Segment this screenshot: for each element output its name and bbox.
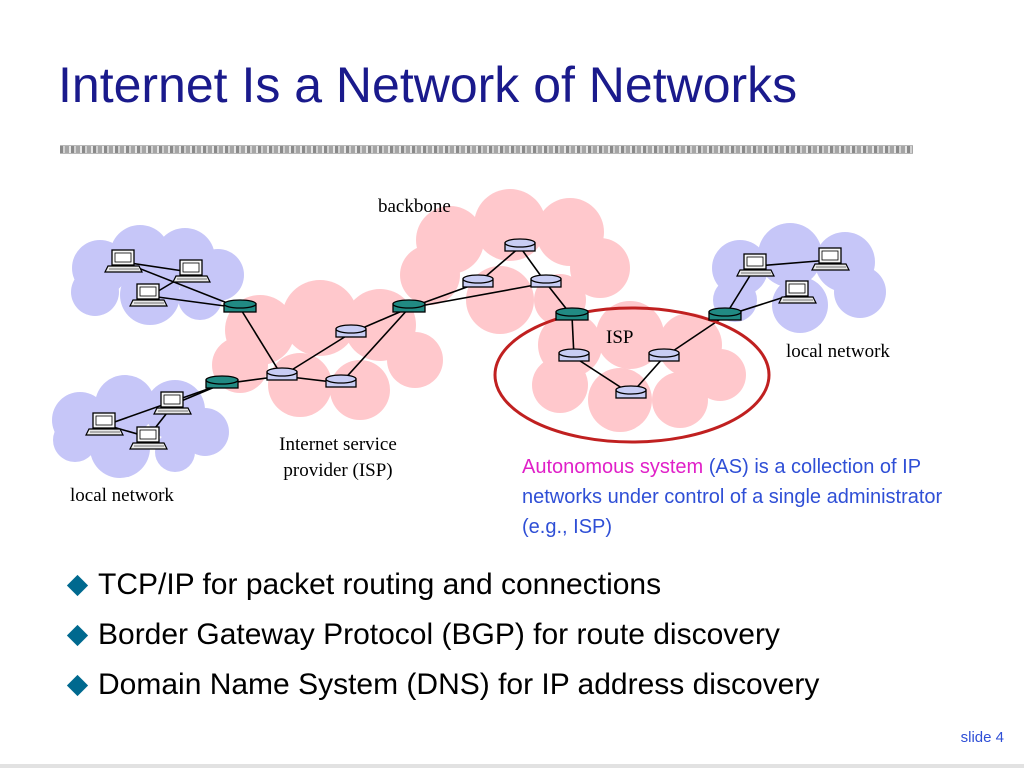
- router-icon: [392, 299, 426, 313]
- node-icon: [325, 374, 357, 388]
- diamond-bullet-icon: [66, 624, 89, 646]
- node-icon: [648, 348, 680, 362]
- bullet-item: Domain Name System (DNS) for IP address …: [64, 660, 819, 710]
- as-description: (AS) is a collection of IP networks unde…: [522, 456, 943, 538]
- node-icon: [504, 238, 536, 252]
- router-icon: [223, 299, 257, 313]
- bullet-list: TCP/IP for packet routing and connection…: [64, 560, 819, 710]
- network-diagram: backbone ISP Internet service provider (…: [52, 189, 890, 506]
- backbone-cloud: [400, 189, 630, 334]
- local-network-label-left: local network: [70, 485, 174, 506]
- node-icon: [615, 385, 647, 399]
- backbone-label: backbone: [378, 196, 451, 217]
- nodes: [266, 238, 680, 399]
- as-highlight: Autonomous system: [522, 456, 704, 478]
- autonomous-system-note: Autonomous system (AS) is a collection o…: [522, 452, 992, 542]
- local-network-cloud-right: [712, 223, 886, 333]
- bullet-text: Border Gateway Protocol (BGP) for route …: [98, 618, 780, 651]
- bullet-text: Domain Name System (DNS) for IP address …: [98, 668, 820, 701]
- local-network-label-right: local network: [786, 341, 890, 362]
- router-icon: [708, 307, 742, 321]
- router-icon: [555, 307, 589, 321]
- isp-label: ISP: [606, 327, 633, 348]
- isp-name-label-line1: Internet service: [279, 434, 397, 455]
- router-icon: [205, 375, 239, 389]
- node-icon: [335, 324, 367, 338]
- autonomous-system-boundary: [493, 306, 771, 444]
- diamond-bullet-icon: [66, 574, 89, 596]
- slide-title: Internet Is a Network of Networks: [58, 57, 798, 113]
- node-icon: [530, 274, 562, 288]
- bullet-item: Border Gateway Protocol (BGP) for route …: [64, 610, 819, 660]
- diamond-bullet-icon: [66, 674, 89, 696]
- title-divider: [60, 145, 913, 154]
- bullet-item: TCP/IP for packet routing and connection…: [64, 560, 819, 610]
- footer-divider: [0, 764, 1024, 768]
- bullet-text: TCP/IP for packet routing and connection…: [98, 568, 662, 601]
- routers: [205, 299, 742, 389]
- node-icon: [266, 367, 298, 381]
- node-icon: [558, 348, 590, 362]
- node-icon: [462, 274, 494, 288]
- local-network-cloud-top-left: [71, 225, 244, 325]
- slide-number: slide 4: [960, 729, 1004, 746]
- isp-name-label-line2: provider (ISP): [283, 460, 392, 481]
